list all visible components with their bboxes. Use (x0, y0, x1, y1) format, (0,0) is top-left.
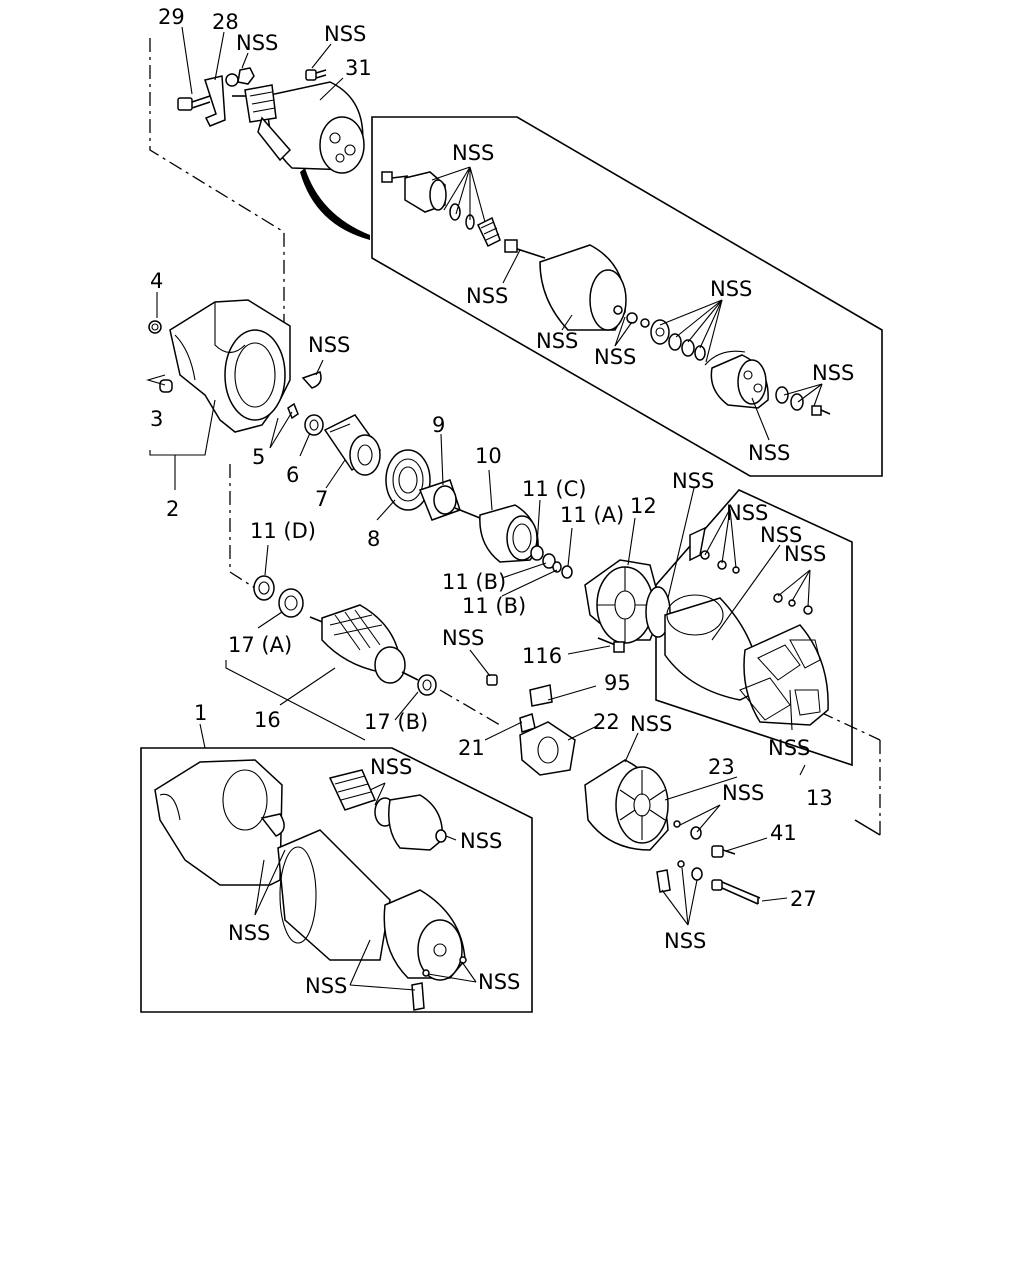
label-nss-box3-d: NSS (305, 974, 347, 998)
starter-assembly-detail-box (140, 747, 533, 1013)
guide-line-top-left (149, 38, 285, 352)
bolt-top-nss (305, 69, 327, 81)
label-22: 22 (593, 710, 620, 734)
label-nss-box2-a: NSS (726, 501, 768, 525)
washer-6 (304, 414, 324, 436)
label-13: 13 (806, 786, 833, 810)
starter-assembly-illustration (154, 759, 467, 1011)
leader-lines (146, 26, 823, 991)
label-41: 41 (770, 821, 797, 845)
solenoid-terminal-parts (650, 319, 746, 366)
label-nss-box3-a: NSS (370, 755, 412, 779)
label-nss-12: NSS (672, 469, 714, 493)
armature-16 (309, 604, 419, 684)
label-11b-1: 11 (B) (442, 570, 506, 594)
label-29: 29 (158, 5, 185, 29)
bearing-17a (278, 588, 304, 618)
screw-nss-95 (486, 674, 498, 686)
label-nss-22: NSS (630, 712, 672, 736)
label-nss-box1-c: NSS (536, 329, 578, 353)
bracket-28 (204, 75, 226, 127)
brush-holder-22 (519, 721, 576, 776)
internal-gear-10 (479, 504, 539, 563)
label-17b: 17 (B) (364, 710, 428, 734)
label-6: 6 (286, 463, 299, 487)
label-nss-box2-d: NSS (768, 736, 810, 760)
yoke-13 (664, 526, 829, 726)
gear-housing (148, 299, 322, 433)
label-nss-95: NSS (442, 626, 484, 650)
label-12: 12 (630, 494, 657, 518)
label-21: 21 (458, 736, 485, 760)
solenoid-cap-detail (710, 354, 831, 416)
screw-41 (711, 845, 736, 858)
label-8: 8 (367, 527, 380, 551)
label-11b-2: 11 (B) (462, 594, 526, 618)
rear-cover-23 (584, 759, 669, 851)
label-nss-23: NSS (722, 781, 764, 805)
washer-11d (253, 575, 275, 601)
bolt-116 (597, 637, 625, 653)
label-nss-box1-g: NSS (748, 441, 790, 465)
guide-line-right-end (854, 819, 881, 836)
bearing-17b (417, 674, 437, 696)
label-23: 23 (708, 755, 735, 779)
brush-clip-95 (529, 684, 553, 707)
label-nss-box2-b: NSS (760, 523, 802, 547)
label-nss-bottom: NSS (664, 929, 706, 953)
label-9: 9 (432, 413, 445, 437)
solenoid-body-detail (504, 239, 650, 331)
pinion-clutch-7 (323, 414, 382, 476)
label-17a: 17 (A) (228, 633, 292, 657)
gears-11-washers (530, 545, 573, 579)
solenoid-plunger (381, 171, 501, 248)
label-nss-box1-e: NSS (710, 277, 752, 301)
label-11a: 11 (A) (560, 503, 624, 527)
label-4: 4 (150, 269, 163, 293)
guide-line-armature (439, 689, 501, 726)
label-2: 2 (166, 497, 179, 521)
through-bolt-27 (711, 879, 761, 905)
label-5: 5 (252, 445, 265, 469)
label-nss-housing: NSS (308, 333, 350, 357)
label-11d: 11 (D) (250, 519, 316, 543)
label-10: 10 (475, 444, 502, 468)
planetary-housing-12 (584, 559, 671, 644)
guide-line-brush (819, 711, 881, 741)
label-nss-box2-c: NSS (784, 542, 826, 566)
solenoid-detail-box (371, 116, 883, 477)
label-7: 7 (315, 487, 328, 511)
label-27: 27 (790, 887, 817, 911)
guide-line-left-middle (229, 464, 259, 591)
label-nss-box1-d: NSS (594, 345, 636, 369)
brush-holder-detail-box (655, 489, 853, 767)
label-116: 116 (522, 644, 562, 668)
solenoid-assembly (232, 81, 370, 240)
label-1: 1 (194, 701, 207, 725)
label-nss-box3-b: NSS (460, 829, 502, 853)
bolt-29 (177, 95, 211, 111)
label-16: 16 (254, 708, 281, 732)
label-nss-box1-a: NSS (452, 141, 494, 165)
label-nss-top-b: NSS (324, 22, 366, 46)
shaft-9 (419, 479, 486, 521)
label-nss-box1-f: NSS (812, 361, 854, 385)
label-28: 28 (212, 10, 239, 34)
nut-washer-top (225, 67, 255, 87)
label-nss-box1-b: NSS (466, 284, 508, 308)
label-nss-top-a: NSS (236, 31, 278, 55)
label-95: 95 (604, 671, 631, 695)
label-11c: 11 (C) (522, 477, 586, 501)
bearing-8 (385, 449, 431, 511)
label-nss-box3-e: NSS (478, 970, 520, 994)
label-31: 31 (345, 56, 372, 80)
label-nss-box3-c: NSS (228, 921, 270, 945)
label-3: 3 (150, 407, 163, 431)
